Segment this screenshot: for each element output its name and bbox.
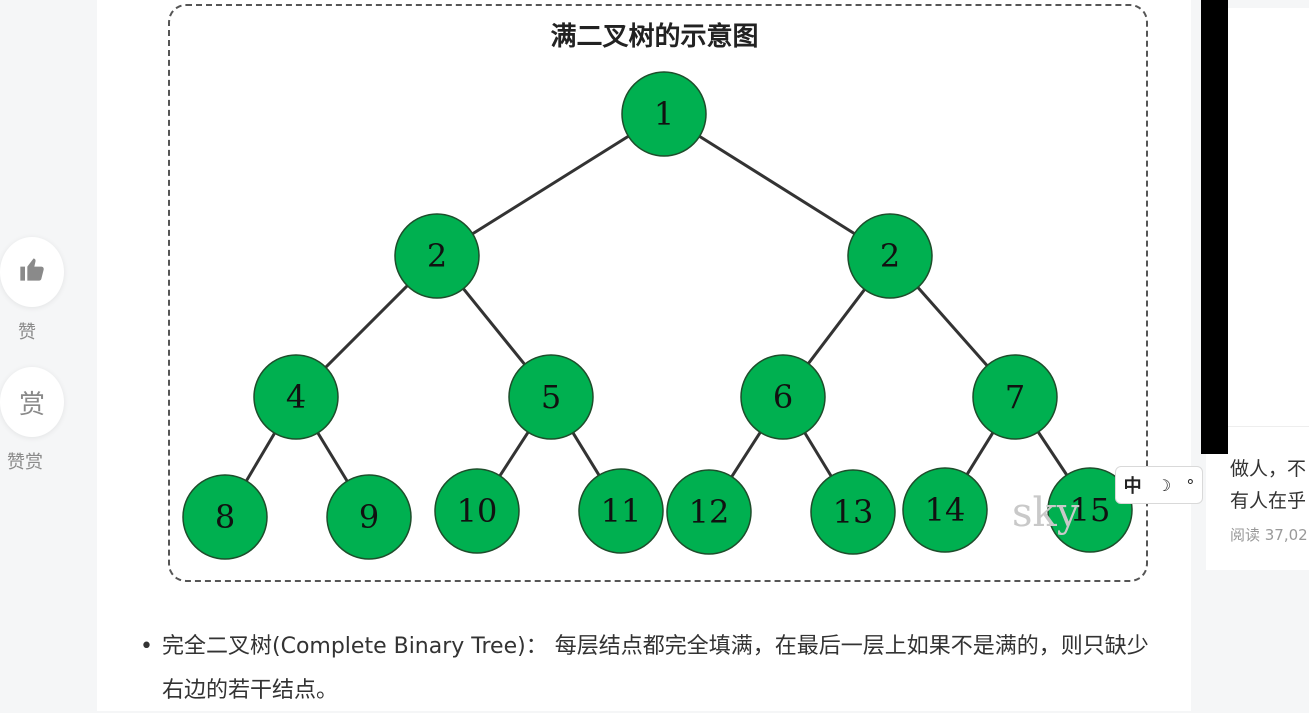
tree-edge-n6-n12 [730,431,762,478]
tree-edge-n6-n13 [803,432,833,477]
bullet-marker: • [140,634,153,659]
tree-edge-n4-n9 [316,432,349,482]
tree-node-circle [253,354,339,440]
ime-mode-toggle[interactable]: 中 [1123,476,1142,497]
tree-edge-n2b-n6 [807,288,866,365]
tree-edge-n2a-n4 [324,284,409,369]
video-panel[interactable] [1201,0,1228,454]
tree-node-label: 4 [286,378,306,416]
tree-node-label: 5 [541,378,561,416]
tree-node-label: 6 [773,378,793,416]
punctuation-icon[interactable]: ° [1186,475,1195,495]
tree-node-n2b: 2 [847,213,933,299]
tree-node-circle [666,469,752,555]
tree-node-circle [972,354,1058,440]
tree-node-n15: 15 [1047,467,1133,553]
tree-node-n6: 6 [740,354,826,440]
tree-edge-n2b-n7 [916,286,989,367]
tree-node-n14: 14 [902,467,988,553]
tree-node-circle [508,354,594,440]
tree-node-circle [394,213,480,299]
tree-node-circle [621,71,707,157]
thumbs-up-icon [18,255,46,290]
tree-edge-n4-n8 [245,432,276,482]
reward-label: 赞赏 [7,452,43,473]
reward-button[interactable]: 赏 [0,367,64,437]
tree-edge-n5-n10 [498,431,530,477]
tree-node-label: 7 [1005,378,1025,416]
side-card-line1[interactable]: 做人，不 [1230,458,1307,480]
tree-node-label: 14 [925,491,966,529]
reward-icon: 赏 [18,389,45,420]
tree-edge-n7-n15 [1036,431,1069,476]
tree-node-label: 11 [601,492,642,530]
ime-toolbar[interactable]: 中 ☽ ° [1115,466,1203,504]
tree-node-label: 2 [880,237,900,275]
tree-edge-n5-n11 [571,432,601,476]
tree-edge-n1-n2a [471,135,630,235]
like-label: 赞 [18,322,36,343]
tree-node-label: 12 [689,493,730,531]
tree-node-label: 9 [359,498,379,536]
watermark: sky [1012,490,1080,536]
tree-node-label: 10 [457,492,498,530]
tree-node-circle [740,354,826,440]
tree-node-n5: 5 [508,354,594,440]
tree-node-label: 2 [427,237,447,275]
tree-node-circle [1047,467,1133,553]
tree-node-circle [902,467,988,553]
tree-node-label: 8 [215,498,235,536]
tree-node-n12: 12 [666,469,752,555]
tree-node-circle [578,468,664,554]
tree-node-label: 13 [833,493,874,531]
moon-icon[interactable]: ☽ [1156,475,1172,495]
side-card-meta: 阅读 37,02 [1230,526,1308,544]
tree-node-label: 15 [1070,491,1111,529]
tree-node-n4: 4 [253,354,339,440]
tree-node-n7: 7 [972,354,1058,440]
tree-node-n2a: 2 [394,213,480,299]
tree-node-n8: 8 [182,474,268,560]
tree-edge-n1-n2b [698,135,856,235]
side-card-line2[interactable]: 有人在乎 [1230,490,1307,512]
like-button[interactable] [0,237,64,307]
tree-node-circle [326,474,412,560]
complete-binary-tree-text: 完全二叉树(Complete Binary Tree)： 每层结点都完全填满，在… [162,634,1149,703]
tree-node-n9: 9 [326,474,412,560]
tree-node-circle [434,468,520,554]
tree-node-circle [810,469,896,555]
tree-node-n13: 13 [810,469,896,555]
tree-node-circle [182,474,268,560]
tree-node-n11: 11 [578,468,664,554]
tree-edge-n2a-n5 [462,287,526,366]
tree-node-label: 1 [654,95,674,133]
tree-edge-n7-n14 [965,431,995,476]
tree-node-n1: 1 [621,71,707,157]
figure-frame [168,4,1148,582]
tree-node-circle [847,213,933,299]
side-card-media [1228,8,1309,427]
side-card-text-clip: 做人，不 有人在乎 阅读 37,02 [1206,0,1309,711]
tree-node-n10: 10 [434,468,520,554]
